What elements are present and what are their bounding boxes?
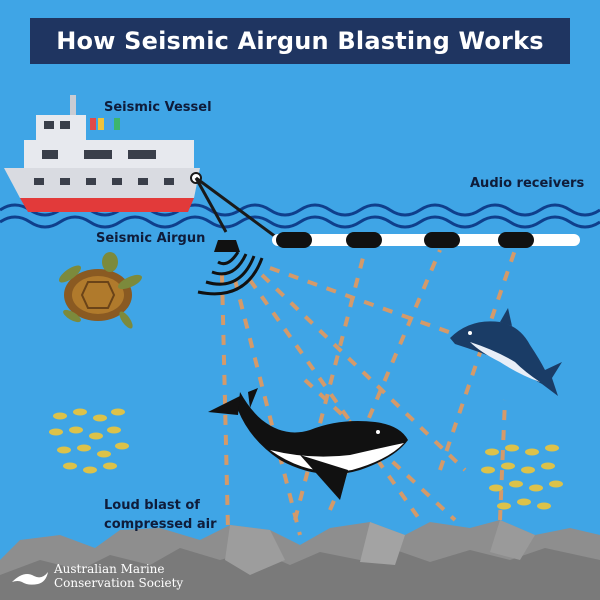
fish-school-icon <box>481 444 563 510</box>
ocean-surface-waves <box>0 203 600 229</box>
tow-cables <box>194 176 281 242</box>
whale-tail-logo-icon <box>12 572 48 585</box>
label-seismic-vessel: Seismic Vessel <box>104 100 212 115</box>
ship-icon <box>4 95 202 212</box>
label-loud-blast-line1: Loud blast of <box>104 498 200 513</box>
fish-school-icon <box>49 408 129 474</box>
label-loud-blast: Loud blast of compressed air <box>104 496 224 534</box>
page-title: How Seismic Airgun Blasting Works <box>56 27 544 55</box>
logo-line1: Australian Marine <box>54 562 165 576</box>
whale-icon <box>208 388 408 500</box>
seabed-rocks <box>0 520 600 600</box>
logo-line2: Conservation Society <box>54 576 184 590</box>
logo-text: Australian Marine Conservation Society <box>54 562 214 590</box>
logo: Australian Marine Conservation Society <box>8 560 208 594</box>
title-banner: How Seismic Airgun Blasting Works <box>30 18 570 64</box>
label-loud-blast-line2: compressed air <box>104 517 217 532</box>
label-audio-receivers: Audio receivers <box>470 176 585 191</box>
label-seismic-airgun: Seismic Airgun <box>96 231 206 246</box>
sound-paths <box>220 249 517 536</box>
turtle-icon <box>58 252 142 329</box>
dolphin-icon <box>450 308 562 396</box>
receiver-streamer <box>272 232 580 248</box>
airgun-icon <box>197 240 264 296</box>
